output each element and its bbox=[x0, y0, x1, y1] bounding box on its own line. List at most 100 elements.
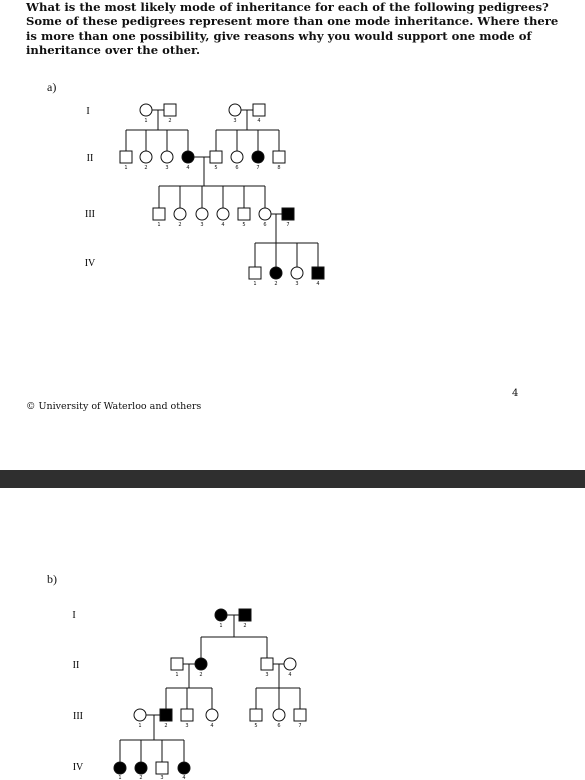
pedigree-b-II-2-female-affected bbox=[194, 657, 208, 671]
copyright-notice: © University of Waterloo and others bbox=[26, 401, 202, 412]
pedigree-b-III-3-number: 3 bbox=[185, 723, 188, 729]
pedigree-a-IV-2-number: 2 bbox=[274, 281, 277, 287]
pedigree-b-I-2-male-affected bbox=[238, 608, 252, 622]
page-number: 4 bbox=[512, 388, 519, 399]
pedigree-b-IV-2-number: 2 bbox=[139, 775, 142, 780]
pedigree-b-IV-3-male bbox=[155, 761, 169, 775]
pedigree-a-chart: I II III IV bbox=[85, 103, 325, 287]
pedigree-a-III-1-male bbox=[152, 207, 166, 221]
pedigree-a-II-4-number: 4 bbox=[186, 165, 189, 171]
pedigree-a-III-1-number: 1 bbox=[157, 222, 160, 228]
pedigree-a-III-6-female bbox=[258, 207, 272, 221]
pedigree-a-III-7-number: 7 bbox=[286, 222, 289, 228]
pedigree-a-II-7-number: 7 bbox=[256, 165, 259, 171]
pedigree-a-IV-1-male bbox=[248, 266, 262, 280]
pedigree-a-IV-3-number: 3 bbox=[295, 281, 298, 287]
pedigree-a-I-4-male bbox=[252, 103, 266, 117]
pedigree-b-lines bbox=[119, 614, 301, 762]
pedigree-b-gen-I: I bbox=[72, 610, 75, 621]
pedigree-a-II-2-female bbox=[139, 150, 153, 164]
pedigree-a-III-2-female bbox=[173, 207, 187, 221]
pedigree-b-II-1-number: 1 bbox=[175, 672, 178, 678]
pedigree-a-IV-4-number: 4 bbox=[316, 281, 319, 287]
pedigree-a-III-6-number: 6 bbox=[263, 222, 266, 228]
pedigree-b-II-4-female bbox=[283, 657, 297, 671]
pedigree-b-IV-1-female-affected bbox=[113, 761, 127, 775]
part-a-label: a) bbox=[47, 80, 57, 94]
pedigree-a-III-7-male-affected bbox=[281, 207, 295, 221]
pedigree-b-IV-4-female-affected bbox=[177, 761, 191, 775]
pedigree-a-II-6-female bbox=[230, 150, 244, 164]
pedigree-b-II-3-number: 3 bbox=[265, 672, 268, 678]
question-text: What is the most likely mode of inherita… bbox=[26, 0, 559, 57]
pedigree-b-numbers: 1 2 1 2 3 4 1 2 3 4 5 6 7 1 2 3 4 bbox=[118, 623, 301, 780]
pedigree-a-I-3-female bbox=[228, 103, 242, 117]
pedigree-b-III-7-male bbox=[293, 708, 307, 722]
pedigree-b-III-6-number: 6 bbox=[277, 723, 280, 729]
pedigree-b-III-5-male bbox=[249, 708, 263, 722]
pedigree-b-I-2-number: 2 bbox=[243, 623, 246, 629]
pedigree-b-gen-IV: IV bbox=[73, 762, 84, 773]
pedigree-a-II-3-female bbox=[160, 150, 174, 164]
pedigree-a-gen-I: I bbox=[86, 106, 89, 117]
pedigree-a-I-4-number: 4 bbox=[257, 118, 260, 124]
pedigree-a-II-8-number: 8 bbox=[277, 165, 280, 171]
pedigree-a-I-2-number: 2 bbox=[168, 118, 171, 124]
pedigree-a-I-3-number: 3 bbox=[233, 118, 236, 124]
pedigree-b-II-2-number: 2 bbox=[199, 672, 202, 678]
pedigree-b-IV-1-number: 1 bbox=[118, 775, 121, 780]
pedigree-b-IV-4-number: 4 bbox=[182, 775, 185, 780]
pedigree-b-III-2-male-affected bbox=[159, 708, 173, 722]
pedigree-a-II-6-number: 6 bbox=[235, 165, 238, 171]
pedigree-b-individuals bbox=[113, 608, 307, 775]
pedigree-a-I-1-number: 1 bbox=[144, 118, 147, 124]
pedigree-a-individuals bbox=[119, 103, 325, 280]
pedigree-a-III-3-female bbox=[195, 207, 209, 221]
pedigree-b-I-1-number: 1 bbox=[219, 623, 222, 629]
pedigree-b-III-1-female bbox=[133, 708, 147, 722]
pedigree-a-IV-1-number: 1 bbox=[253, 281, 256, 287]
pedigree-a-I-1-female bbox=[139, 103, 153, 117]
part-b-label: b) bbox=[47, 572, 57, 586]
pedigree-a-IV-2-female-affected bbox=[269, 266, 283, 280]
pedigree-b-II-4-number: 4 bbox=[288, 672, 291, 678]
pedigree-a-gen-IV: IV bbox=[85, 258, 96, 269]
page-divider bbox=[0, 470, 585, 488]
pedigree-a-gen-III: III bbox=[85, 209, 95, 220]
pedigree-b-II-1-male bbox=[170, 657, 184, 671]
pedigree-a-II-2-number: 2 bbox=[144, 165, 147, 171]
pedigree-b-II-3-male bbox=[260, 657, 274, 671]
pedigree-a-II-5-number: 5 bbox=[214, 165, 217, 171]
pedigree-a-II-8-male bbox=[272, 150, 286, 164]
pedigree-a-III-2-number: 2 bbox=[178, 222, 181, 228]
pedigree-a-I-2-male bbox=[163, 103, 177, 117]
pedigree-b-gen-III: III bbox=[73, 711, 83, 722]
pedigree-a-III-5-number: 5 bbox=[242, 222, 245, 228]
pedigree-a-IV-4-male-affected bbox=[311, 266, 325, 280]
pedigree-b-III-6-female bbox=[272, 708, 286, 722]
pedigree-b-chart: I II III IV bbox=[72, 608, 307, 780]
pedigree-b-III-5-number: 5 bbox=[254, 723, 257, 729]
pedigree-a-gen-II: II bbox=[87, 153, 94, 164]
pedigree-b-IV-3-number: 3 bbox=[160, 775, 163, 780]
pedigree-b-III-2-number: 2 bbox=[164, 723, 167, 729]
pedigree-a-numbers: 1 2 3 4 1 2 3 4 5 6 7 8 1 2 3 4 5 6 7 1 … bbox=[124, 118, 319, 287]
pedigree-b-III-7-number: 7 bbox=[298, 723, 301, 729]
pedigree-a-lines bbox=[125, 109, 319, 267]
pedigree-b-I-1-female-affected bbox=[214, 608, 228, 622]
pedigree-a-III-5-male bbox=[237, 207, 251, 221]
pedigree-b-III-1-number: 1 bbox=[138, 723, 141, 729]
pedigree-b-III-4-female bbox=[205, 708, 219, 722]
pedigree-b-gen-II: II bbox=[73, 660, 80, 671]
pedigree-a-II-4-female-affected bbox=[181, 150, 195, 164]
document-page-2: b) I II III IV bbox=[0, 488, 585, 780]
pedigree-a-II-1-number: 1 bbox=[124, 165, 127, 171]
pedigree-a-II-3-number: 3 bbox=[165, 165, 168, 171]
pedigree-a-II-5-male bbox=[209, 150, 223, 164]
document-page-1: What is the most likely mode of inherita… bbox=[26, 0, 559, 412]
pedigree-b-III-3-male bbox=[180, 708, 194, 722]
pedigree-a-II-1-male bbox=[119, 150, 133, 164]
pedigree-b-IV-2-female-affected bbox=[134, 761, 148, 775]
pedigree-a-III-4-female bbox=[216, 207, 230, 221]
pedigree-a-IV-3-female bbox=[290, 266, 304, 280]
